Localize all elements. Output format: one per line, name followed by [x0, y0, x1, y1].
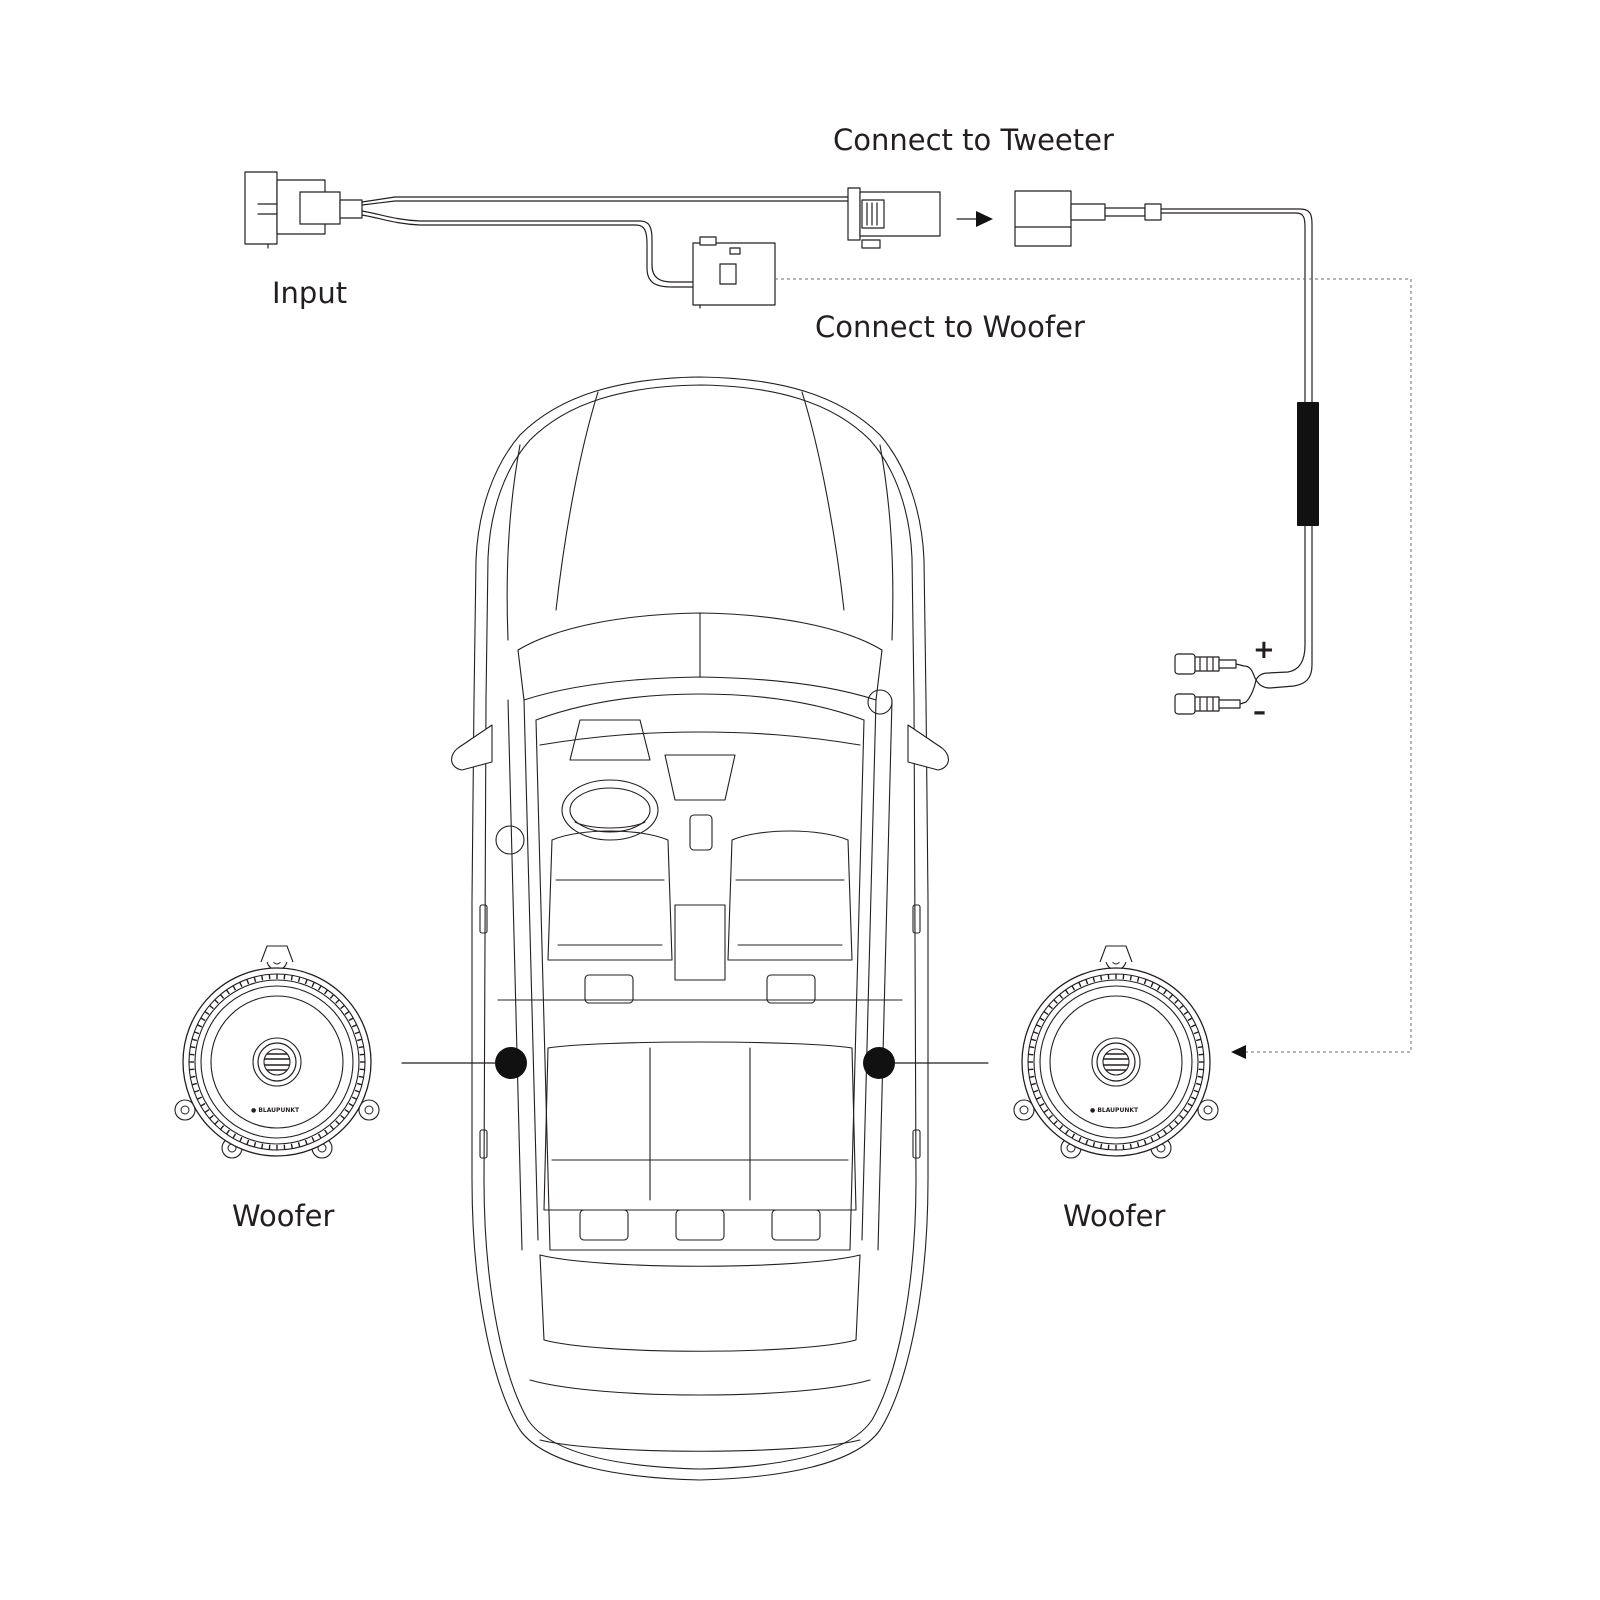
car-top-view-icon: [451, 376, 949, 1481]
svg-text:● BLAUPUNKT: ● BLAUPUNKT: [251, 1107, 300, 1114]
woofer-right-label: Woofer: [1063, 1199, 1166, 1233]
arrowhead-left-icon: [1231, 1045, 1246, 1059]
tweeter-connector-icon: [847, 187, 941, 249]
arrow-right-icon: [956, 211, 993, 227]
plus-label: +: [1253, 635, 1275, 665]
tweeter-plug-icon: [1014, 190, 1162, 247]
input-connector-icon: [244, 171, 363, 249]
terminal-plus-icon: [1174, 653, 1237, 675]
woofer-speaker-left-icon: ● BLAUPUNKT: [174, 945, 380, 1159]
woofer-left-label: Woofer: [232, 1199, 335, 1233]
left-mount-point-icon: [495, 1047, 527, 1079]
svg-text:● BLAUPUNKT: ● BLAUPUNKT: [1090, 1107, 1139, 1114]
woofer-connector-icon: [692, 236, 776, 309]
input-label: Input: [272, 276, 347, 310]
wiring-harness: [244, 171, 1412, 1059]
woofer-signal-route: [775, 278, 1412, 1053]
terminal-minus-icon: [1174, 693, 1241, 715]
woofer-connect-label: Connect to Woofer: [815, 310, 1085, 344]
crossover-filter-icon: [1297, 402, 1319, 526]
woofer-speaker-right-icon: ● BLAUPUNKT: [1013, 945, 1219, 1159]
tweeter-connect-label: Connect to Tweeter: [833, 123, 1114, 157]
minus-label: –: [1253, 697, 1266, 727]
right-mount-point-icon: [863, 1047, 895, 1079]
